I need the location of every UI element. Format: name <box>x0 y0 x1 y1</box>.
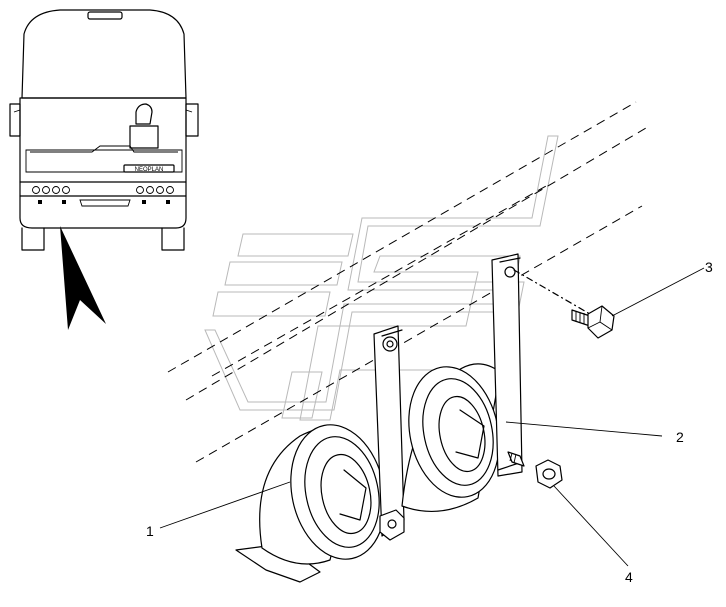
nut-4 <box>507 451 563 489</box>
callout-label-4: 4 <box>625 569 633 585</box>
callout-label-2: 2 <box>676 429 684 445</box>
horn-2 <box>401 363 501 513</box>
horn-1-bracket <box>373 325 405 541</box>
leader-lines <box>159 267 705 567</box>
bolt-3 <box>513 269 615 339</box>
callout-label-3: 3 <box>705 259 713 275</box>
mounting-surface-lines <box>167 101 647 463</box>
callout-label-1: 1 <box>146 523 154 539</box>
location-arrow-icon <box>60 226 106 330</box>
bus-badge: NEOPLAN <box>135 167 164 173</box>
bus-front-view-icon: NEOPLAN <box>9 9 199 251</box>
horn-1 <box>235 424 386 583</box>
horn-2-bracket <box>491 253 523 477</box>
